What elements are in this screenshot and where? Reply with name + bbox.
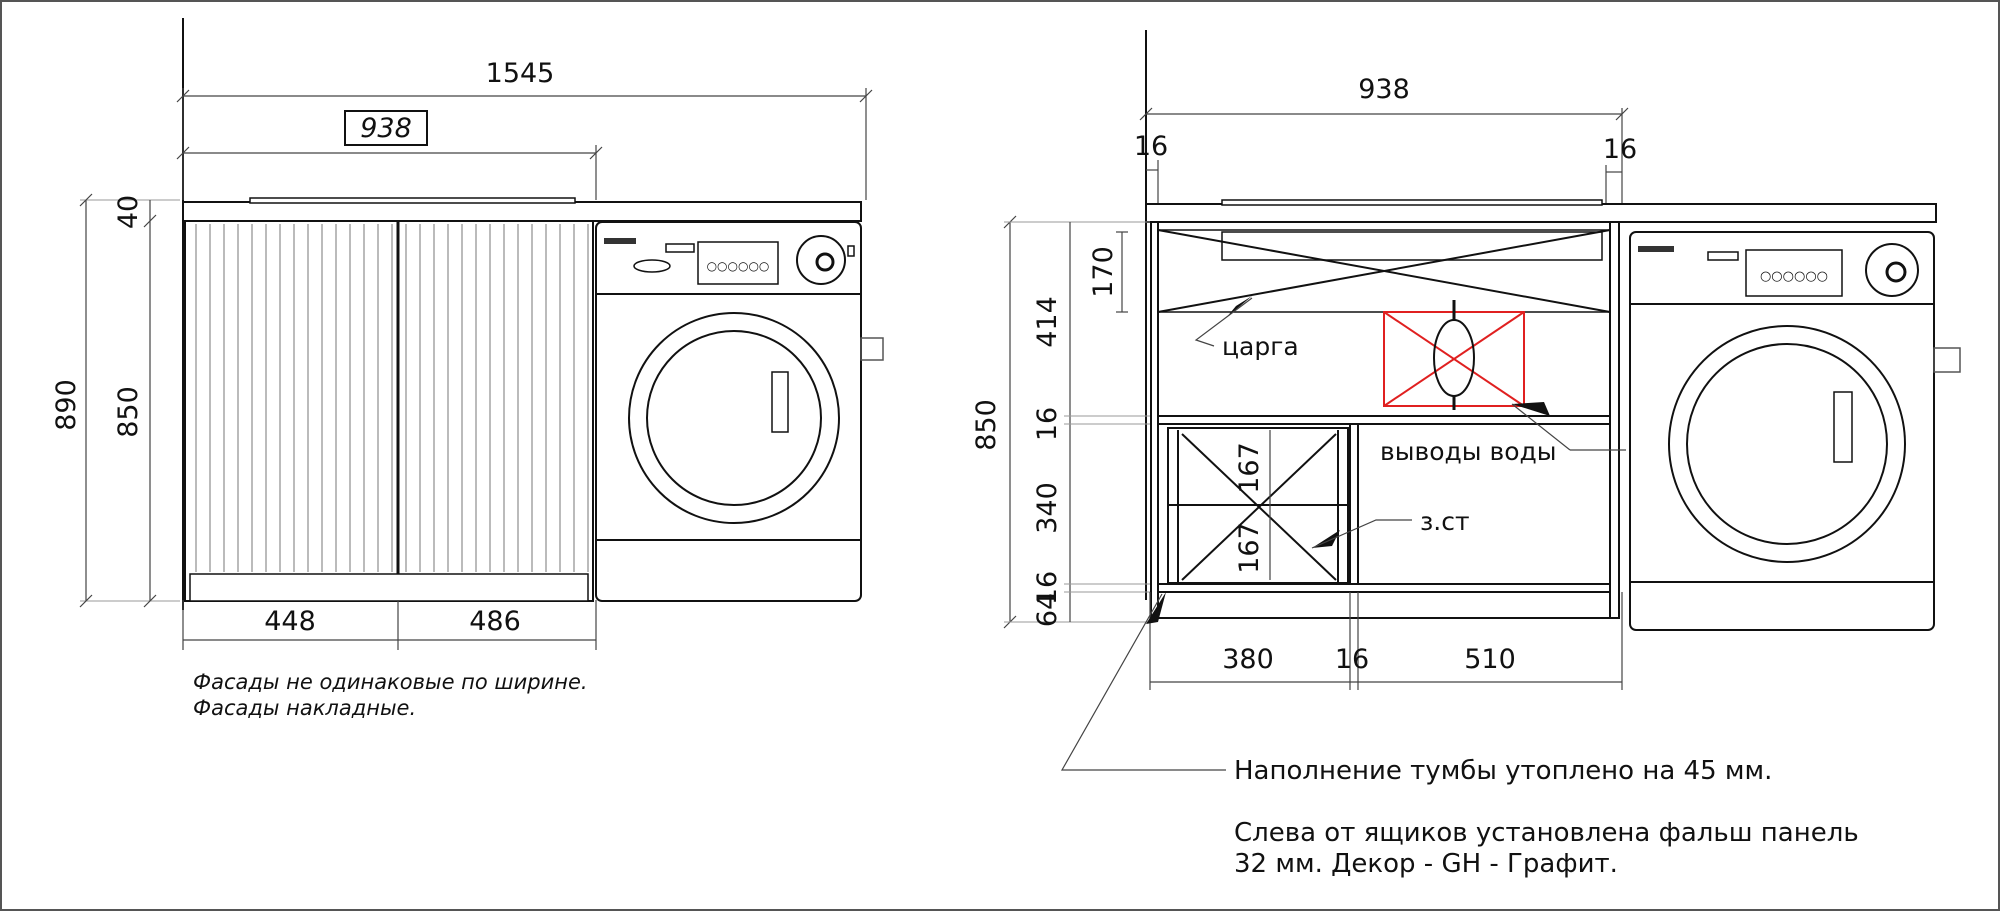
dim-167-lower: 167 [1234,522,1265,574]
sink-rim-right [1221,199,1603,206]
dim-16-left-side: 16 [1134,131,1168,162]
washer-door-rim [628,312,840,524]
left-note-line1: Фасады не одинаковые по ширине. [193,670,588,694]
dim-16-right-side: 16 [1603,134,1637,165]
dim-1545: 1545 [486,58,555,89]
right-note-line2: Слева от ящиков установлена фальш панель [1234,818,1859,848]
washer-buttons-right: ○○○○○○ [1760,269,1828,284]
washer-brand-icon [604,238,636,244]
dim-510: 510 [1464,644,1516,675]
sink-rim [249,197,576,204]
dim-340: 340 [1032,482,1063,534]
sink-bowl-section [1221,231,1603,261]
washer-door-handle [771,371,789,433]
washer-display-panel [697,241,779,285]
washer-dial-icon-right [1865,243,1919,297]
dim-380: 380 [1222,644,1274,675]
dim-938-right: 938 [1358,74,1410,105]
dim-850-left: 850 [113,386,144,438]
dim-16-shelf: 16 [1032,407,1063,441]
right-section-view: 938 16 16 167 167 [971,30,1937,879]
washer-dial-icon [796,235,846,285]
cabinet-carcass [1150,221,1620,619]
dim-938-boxed: 938 [360,113,412,144]
right-note-line1: Наполнение тумбы утоплено на 45 мм. [1234,756,1772,786]
leader-arrow-filling [1146,592,1166,624]
dim-170: 170 [1088,246,1119,298]
detergent-drawer-icon [633,259,671,273]
dim-850-right: 850 [971,399,1002,451]
dim-890: 890 [51,379,82,431]
washer-door-glass [646,330,822,506]
washer-hose [860,337,884,361]
dim-16-partition: 16 [1335,644,1369,675]
label-water-outlets: выводы воды [1380,437,1557,466]
left-elevation-view: 1545 938 890 850 40 448 [51,18,873,720]
plinth [189,573,589,602]
dim-414: 414 [1032,296,1063,348]
left-note-line2: Фасады накладные. [193,696,416,720]
dim-16-bottom: 16 [1032,571,1063,605]
label-back-wall: з.ст [1420,507,1470,536]
washer-buttons: ○○○○○○ [707,259,770,273]
dim-486: 486 [469,606,521,637]
dim-938-box [344,110,428,146]
washing-machine-right: ○○○○○○ [1629,231,1961,631]
dim-64: 64 [1032,593,1063,627]
washer-body [595,221,862,602]
countertop-right [1145,203,1937,223]
dim-40: 40 [113,195,144,229]
dim-167-upper: 167 [1234,442,1265,494]
leader-arrow-water [1512,402,1550,416]
leader-arrow-back [1312,530,1340,548]
countertop [182,201,862,222]
washer-body-right [1629,231,1935,631]
facade-grooves [195,224,589,572]
washing-machine-left: ○○○○○○ [595,221,884,602]
right-note-line3: 32 мм. Декор - GH - Графит. [1234,849,1618,879]
label-rail: царга [1222,332,1299,361]
dim-448: 448 [264,606,316,637]
